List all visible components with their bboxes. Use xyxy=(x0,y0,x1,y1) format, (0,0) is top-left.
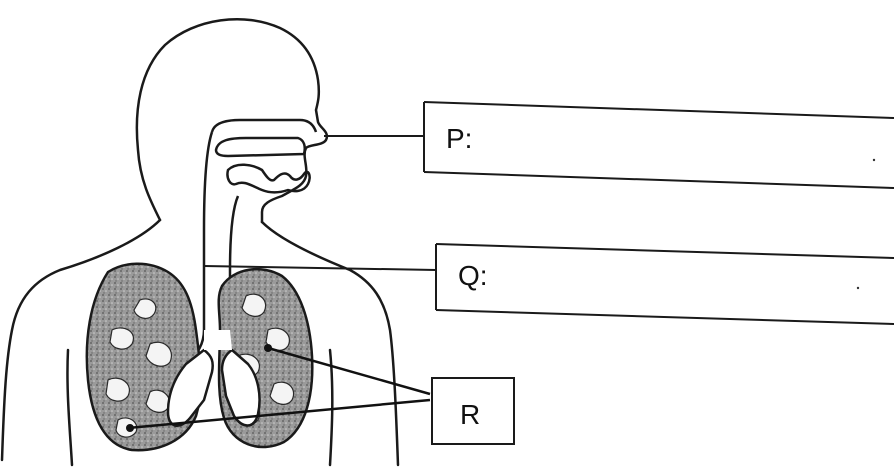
label-q: Q: xyxy=(458,260,488,291)
label-r: R xyxy=(460,399,480,430)
label-box-p xyxy=(424,102,894,188)
q-leader-line xyxy=(204,266,436,270)
label-p: P: xyxy=(446,123,472,154)
scan-specks xyxy=(857,159,875,289)
label-box-q xyxy=(436,244,894,324)
